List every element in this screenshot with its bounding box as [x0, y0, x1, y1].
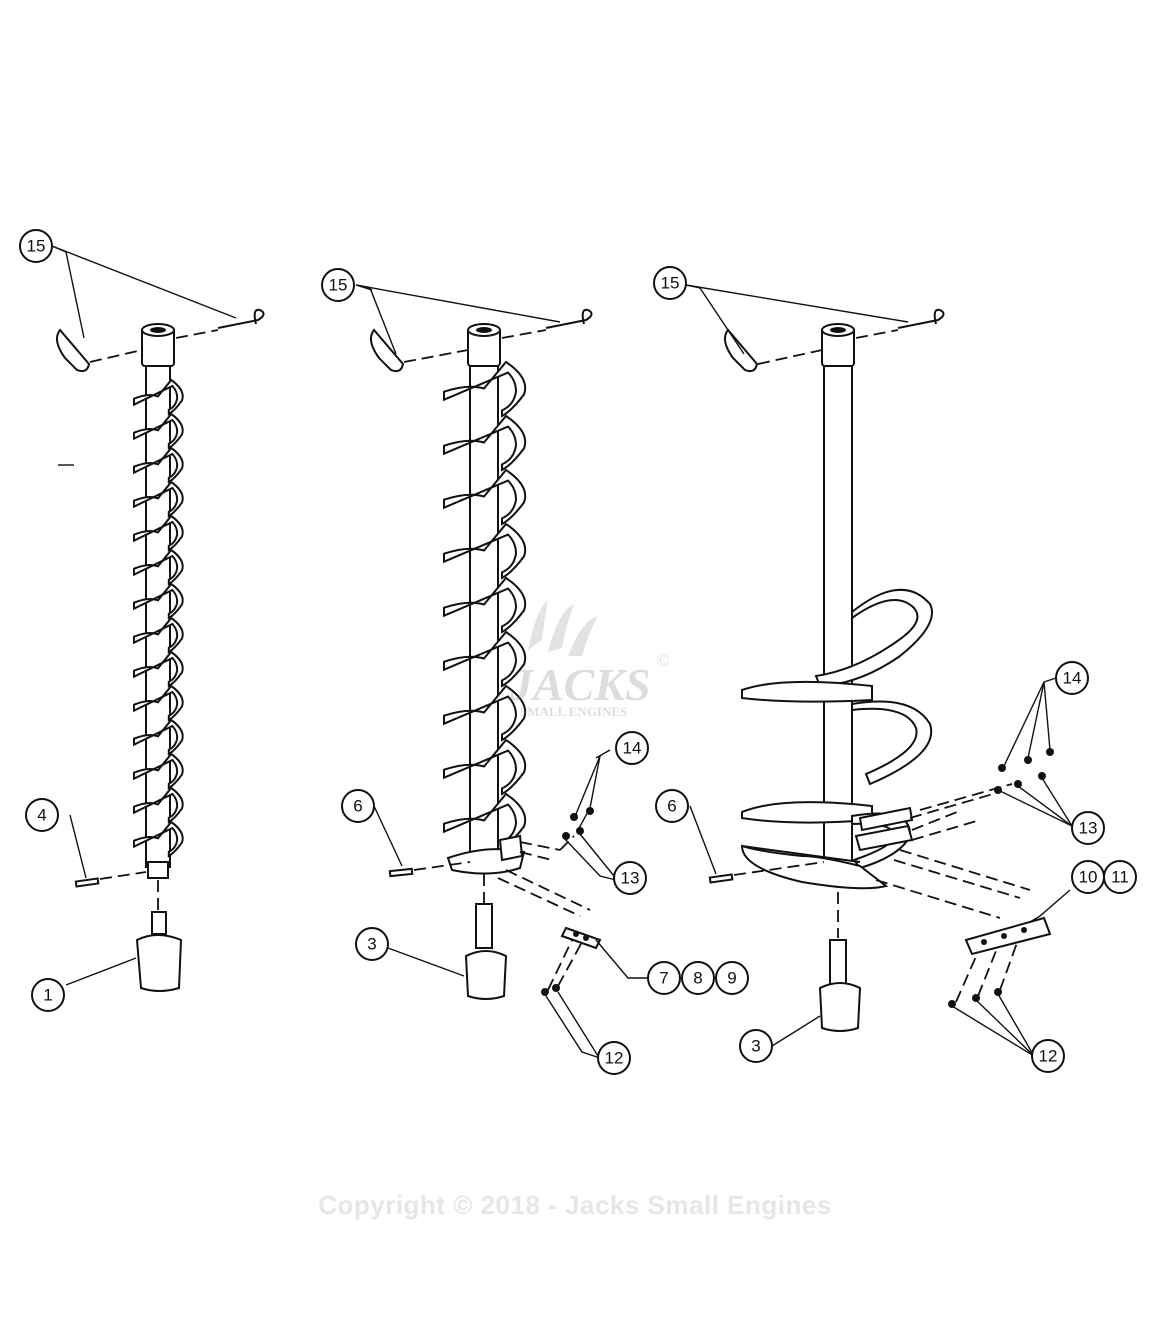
svg-text:14: 14	[623, 739, 642, 758]
callout-c-3: 3	[739, 1029, 773, 1063]
flight-turn	[133, 786, 184, 824]
callout-b-14: 14	[615, 731, 649, 765]
auger-flighting-narrow	[133, 378, 184, 858]
flight-turn	[133, 650, 184, 688]
callout-c-11: 11	[1103, 860, 1137, 894]
svg-text:12: 12	[1039, 1047, 1058, 1066]
svg-text:14: 14	[1063, 669, 1082, 688]
svg-text:1: 1	[43, 986, 52, 1005]
callout-a-15: 15	[19, 229, 53, 263]
svg-text:15: 15	[329, 276, 348, 295]
callout-c-6: 6	[655, 789, 689, 823]
flight-turn	[133, 378, 184, 416]
svg-text:10: 10	[1079, 868, 1098, 887]
callout-b-3: 3	[355, 927, 389, 961]
copyright-notice: Copyright © 2018 - Jacks Small Engines	[318, 1190, 832, 1220]
svg-text:12: 12	[605, 1049, 624, 1068]
svg-text:3: 3	[751, 1037, 760, 1056]
callout-b-13: 13	[613, 861, 647, 895]
svg-text:4: 4	[37, 806, 46, 825]
svg-text:6: 6	[353, 797, 362, 816]
flight-turn	[133, 718, 184, 756]
svg-text:8: 8	[693, 969, 702, 988]
auger-medium	[369, 308, 602, 1000]
svg-text:15: 15	[27, 237, 46, 256]
svg-text:15: 15	[661, 274, 680, 293]
flight-turn	[133, 582, 184, 620]
svg-text:9: 9	[727, 969, 736, 988]
flight-turn	[133, 820, 184, 858]
flight-turn	[133, 548, 184, 586]
svg-text:3: 3	[367, 935, 376, 954]
flight-turn	[443, 468, 527, 526]
flight-turn	[133, 616, 184, 654]
callout-c-12: 12	[1031, 1039, 1065, 1073]
svg-text:11: 11	[1111, 868, 1129, 887]
leader-lines	[51, 245, 1073, 1059]
flight-turn	[443, 414, 527, 472]
svg-text:13: 13	[621, 869, 640, 888]
callout-c-14: 14	[1055, 661, 1089, 695]
watermark-mark: ©	[656, 650, 670, 670]
flight-turn	[443, 630, 527, 688]
callout-b-9: 9	[715, 961, 749, 995]
flight-turn	[133, 514, 184, 552]
callout-c-13: 13	[1071, 811, 1105, 845]
svg-text:7: 7	[659, 969, 668, 988]
callout-c-15: 15	[653, 266, 687, 300]
flight-turn	[133, 412, 184, 450]
flight-turn	[133, 752, 184, 790]
watermark-brand: JACKS	[509, 659, 651, 710]
flight-turn	[443, 738, 527, 796]
auger-flighting-medium	[443, 360, 527, 850]
auger-narrow	[55, 308, 265, 992]
flight-turn	[443, 576, 527, 634]
flight-turn	[133, 480, 184, 518]
callout-b-15: 15	[321, 268, 355, 302]
callout-c-10: 10	[1071, 860, 1105, 894]
flight-turn	[443, 522, 527, 580]
callout-b-7: 7	[647, 961, 681, 995]
svg-text:6: 6	[667, 797, 676, 816]
auger-wide	[708, 308, 1054, 1032]
watermark-sub: SMALL ENGINES	[520, 704, 627, 719]
callout-b-12: 12	[597, 1041, 631, 1075]
flight-turn	[443, 360, 527, 418]
svg-text:13: 13	[1079, 819, 1098, 838]
callout-a-1: 1	[31, 978, 65, 1012]
flight-turn	[443, 684, 527, 742]
callout-a-4: 4	[25, 798, 59, 832]
callout-b-6: 6	[341, 789, 375, 823]
callout-b-8: 8	[681, 961, 715, 995]
flight-turn	[133, 684, 184, 722]
flight-turn	[133, 446, 184, 484]
jacks-logo-watermark: JACKS SMALL ENGINES ©	[509, 600, 670, 719]
